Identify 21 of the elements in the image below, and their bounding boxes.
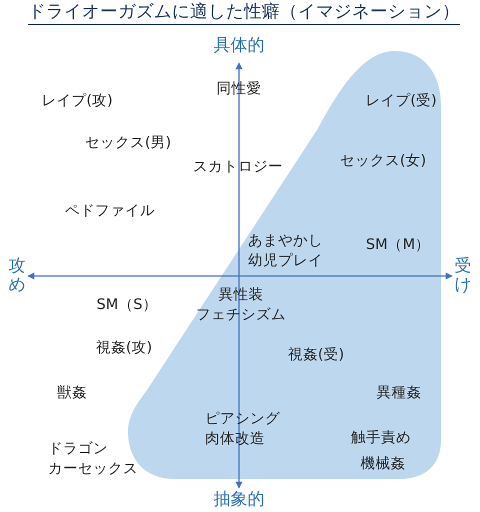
category-label: 視姦(攻) <box>96 339 152 358</box>
category-label: 異種姦 <box>376 384 422 403</box>
category-label: スカトロジー <box>193 158 283 177</box>
category-label: セックス(女) <box>340 152 426 171</box>
title: ドライオーガズムに適した性癖（イマジネーション） <box>28 2 460 25</box>
axis-label: 受け <box>454 257 472 295</box>
axis-label: 攻め <box>8 257 26 295</box>
category-label: セックス(男) <box>84 134 172 153</box>
category-label: ドラゴンカーセックス <box>48 440 138 479</box>
category-label: SM（S） <box>96 296 158 315</box>
category-label: 獣姦 <box>57 384 87 403</box>
axis-label: 抽象的 <box>214 490 264 510</box>
category-label: SM（M） <box>366 236 430 255</box>
category-label: ペドファイル <box>65 202 155 221</box>
category-label: 視姦(受) <box>288 346 344 365</box>
category-label: あまやかし幼児プレイ <box>248 232 323 271</box>
category-label: 機械姦 <box>360 455 406 474</box>
category-label: レイプ(受) <box>365 92 437 111</box>
axis-label: 具体的 <box>214 36 264 56</box>
category-label: レイプ(攻) <box>41 92 113 111</box>
category-label: 触手責め <box>351 428 411 448</box>
